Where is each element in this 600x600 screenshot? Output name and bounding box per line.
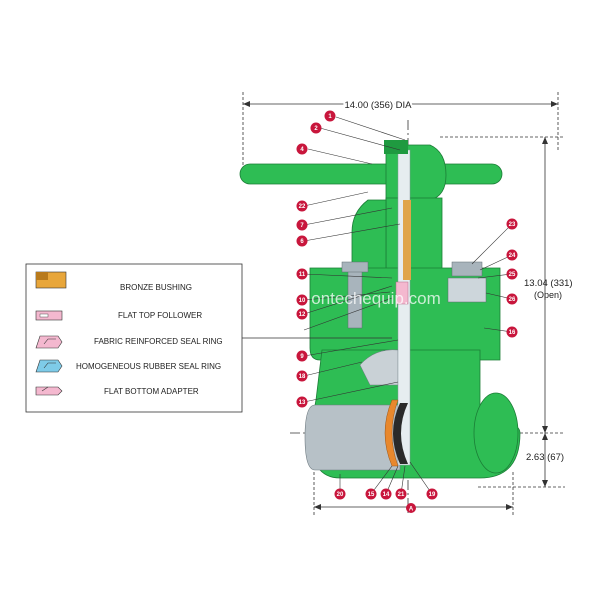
callout-number: 11 bbox=[299, 272, 306, 278]
watermark: ontechequip.com bbox=[311, 289, 440, 308]
callout-6: 6 bbox=[296, 235, 308, 247]
callout-number: 9 bbox=[300, 354, 304, 360]
dimension-arrows bbox=[243, 101, 558, 510]
callout-2: 2 bbox=[310, 122, 322, 134]
callout-10: 10 bbox=[296, 294, 308, 306]
callout-15: 15 bbox=[365, 488, 377, 500]
callout-13: 13 bbox=[296, 396, 308, 408]
callout-1: 1 bbox=[324, 110, 336, 122]
callout-bubble bbox=[334, 488, 346, 500]
callout-20: 20 bbox=[334, 488, 346, 500]
callout-number: 19 bbox=[429, 492, 436, 498]
callout-bubble bbox=[365, 488, 377, 500]
callout-number: 7 bbox=[300, 223, 304, 229]
callout-bubble bbox=[380, 488, 392, 500]
callout-bubble bbox=[296, 200, 308, 212]
rubber-seal-ring-icon bbox=[35, 359, 63, 373]
callout-bubble bbox=[324, 110, 336, 122]
callout-11: 11 bbox=[296, 268, 308, 280]
callout-number: 4 bbox=[300, 147, 304, 153]
callout-bubble bbox=[296, 308, 308, 320]
callout-number: 15 bbox=[368, 492, 375, 498]
callout-number: 6 bbox=[300, 239, 304, 245]
callout-bubble bbox=[506, 218, 518, 230]
legend: BRONZE BUSHING FLAT TOP FOLLOWER FABRIC … bbox=[25, 263, 392, 413]
callout-16: 16 bbox=[506, 326, 518, 338]
legend-item-flat-top-follower: FLAT TOP FOLLOWER bbox=[35, 310, 202, 321]
callout-bubble bbox=[296, 370, 308, 382]
callout-23: 23 bbox=[506, 218, 518, 230]
height-label: 13.04 (331) bbox=[524, 278, 573, 289]
callout-bubble bbox=[296, 143, 308, 155]
callout-9: 9 bbox=[296, 350, 308, 362]
callout-19: 19 bbox=[426, 488, 438, 500]
callout-25: 25 bbox=[506, 268, 518, 280]
callout-22: 22 bbox=[296, 200, 308, 212]
callout-number: 1 bbox=[328, 114, 332, 120]
flat-top-follower-icon bbox=[35, 310, 63, 321]
legend-label: HOMOGENEOUS RUBBER SEAL RING bbox=[76, 362, 221, 371]
section-marker: A bbox=[406, 503, 416, 513]
callout-bubble bbox=[296, 219, 308, 231]
callout-26: 26 bbox=[506, 293, 518, 305]
callout-number: 16 bbox=[509, 330, 516, 336]
legend-label: FLAT BOTTOM ADAPTER bbox=[104, 387, 199, 396]
legend-item-rubber-seal-ring: HOMOGENEOUS RUBBER SEAL RING bbox=[35, 359, 221, 373]
callout-number: 23 bbox=[509, 222, 516, 228]
callout-18: 18 bbox=[296, 370, 308, 382]
callout-bubble bbox=[296, 396, 308, 408]
callout-bubble bbox=[296, 294, 308, 306]
callout-number: 20 bbox=[337, 492, 344, 498]
legend-label: BRONZE BUSHING bbox=[120, 283, 192, 292]
callout-number: 26 bbox=[509, 297, 516, 303]
callout-12: 12 bbox=[296, 308, 308, 320]
bronze-bushing-icon bbox=[35, 271, 67, 289]
callout-bubble bbox=[506, 268, 518, 280]
callout-14: 14 bbox=[380, 488, 392, 500]
callout-bubble bbox=[395, 488, 407, 500]
overall-width-label: 14.00 (356) DIA bbox=[344, 100, 412, 111]
callout-bubble bbox=[296, 350, 308, 362]
callout-bubble bbox=[506, 326, 518, 338]
callout-number: 14 bbox=[383, 492, 390, 498]
callout-number: 12 bbox=[299, 312, 306, 318]
callout-21: 21 bbox=[395, 488, 407, 500]
callout-bubble bbox=[506, 249, 518, 261]
callout-number: 21 bbox=[398, 492, 405, 498]
callout-number: 24 bbox=[509, 253, 516, 259]
valve-body bbox=[239, 140, 521, 479]
callout-number: 18 bbox=[299, 374, 306, 380]
fabric-seal-ring-icon bbox=[35, 335, 63, 349]
callout-24: 24 bbox=[506, 249, 518, 261]
legend-item-flat-bottom-adapter: FLAT BOTTOM ADAPTER bbox=[35, 386, 199, 396]
legend-item-fabric-seal-ring: FABRIC REINFORCED SEAL RING bbox=[35, 335, 223, 349]
height-note: (Open) bbox=[534, 290, 562, 300]
flat-bottom-adapter-icon bbox=[35, 386, 63, 396]
callout-bubble bbox=[426, 488, 438, 500]
callout-number: 25 bbox=[509, 272, 516, 278]
legend-label: FABRIC REINFORCED SEAL RING bbox=[94, 337, 223, 346]
callout-bubble bbox=[310, 122, 322, 134]
legend-item-bronze-bushing: BRONZE BUSHING bbox=[35, 271, 192, 292]
callout-bubble bbox=[506, 293, 518, 305]
callout-4: 4 bbox=[296, 143, 308, 155]
callout-bubble bbox=[296, 235, 308, 247]
callout-7: 7 bbox=[296, 219, 308, 231]
callout-number: 22 bbox=[299, 204, 306, 210]
callout-number: 10 bbox=[299, 298, 306, 304]
callout-number: 2 bbox=[314, 126, 318, 132]
legend-label: FLAT TOP FOLLOWER bbox=[118, 311, 202, 320]
center-height-label: 2.63 (67) bbox=[526, 452, 564, 463]
callout-bubble bbox=[296, 268, 308, 280]
section-marker-label: A bbox=[409, 507, 414, 513]
callout-number: 13 bbox=[299, 400, 306, 406]
